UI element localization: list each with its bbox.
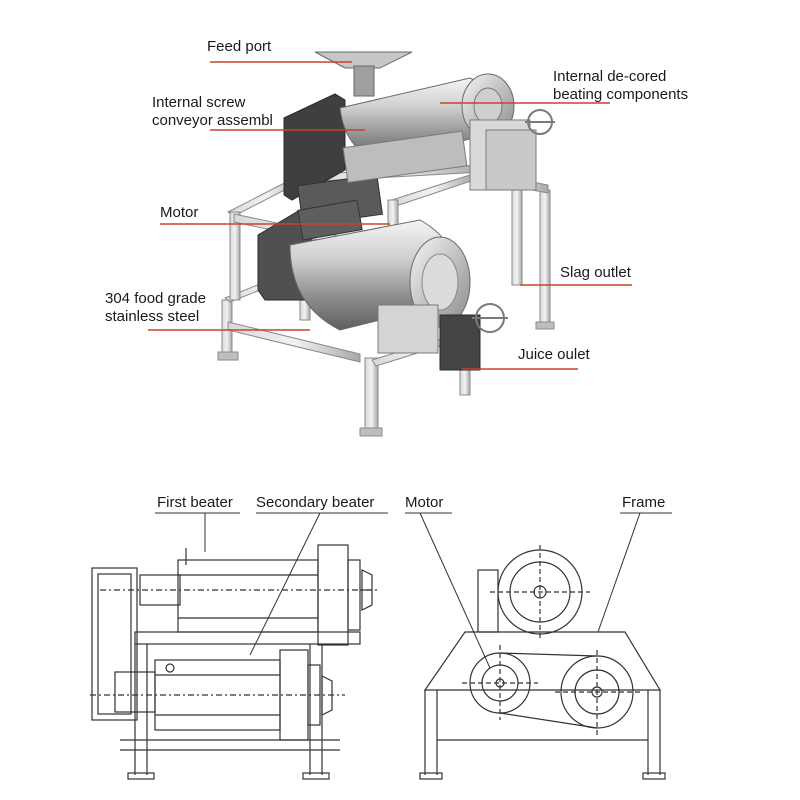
label-internal-screw-line2: conveyor assembl xyxy=(152,112,273,129)
lower-drum xyxy=(289,199,508,371)
upper-drum xyxy=(339,73,555,191)
label-internal-screw-line1: Internal screw xyxy=(152,94,246,111)
label-slag-outlet: Slag outlet xyxy=(560,264,631,281)
label-steel-line1: 304 food grade xyxy=(105,290,206,307)
side-secondary-beater xyxy=(90,649,345,741)
feed-hopper xyxy=(314,51,413,97)
side-frame xyxy=(120,631,361,780)
label-internal-decored-line1: Internal de-cored xyxy=(553,68,667,85)
side-first-beater xyxy=(100,544,380,646)
label-steel-line2: stainless steel xyxy=(105,308,200,325)
label-juice-outlet: Juice oulet xyxy=(518,346,590,363)
label-internal-decored-line2: beating components xyxy=(553,86,689,103)
label-motor-photo: Motor xyxy=(160,204,199,221)
leader-end-motor xyxy=(419,512,491,669)
label-secondary-beater: Secondary beater xyxy=(256,494,375,511)
end-view-drawing xyxy=(419,545,666,780)
label-first-beater: First beater xyxy=(157,494,233,511)
leader-frame xyxy=(597,512,641,633)
label-feed-port: Feed port xyxy=(207,38,272,55)
label-frame: Frame xyxy=(622,494,666,511)
end-frame xyxy=(419,569,666,780)
end-motor xyxy=(462,645,538,720)
drawing-leader-lines xyxy=(155,512,672,669)
label-motor-drawing: Motor xyxy=(405,494,444,511)
belt-housing xyxy=(257,93,383,301)
machine-photo xyxy=(217,51,555,437)
leader-secondary-beater xyxy=(249,512,321,656)
end-upper-beater xyxy=(490,545,590,640)
side-view-drawing xyxy=(90,544,380,780)
photo-leader-lines xyxy=(148,61,632,370)
end-lower-pulley xyxy=(499,650,640,735)
